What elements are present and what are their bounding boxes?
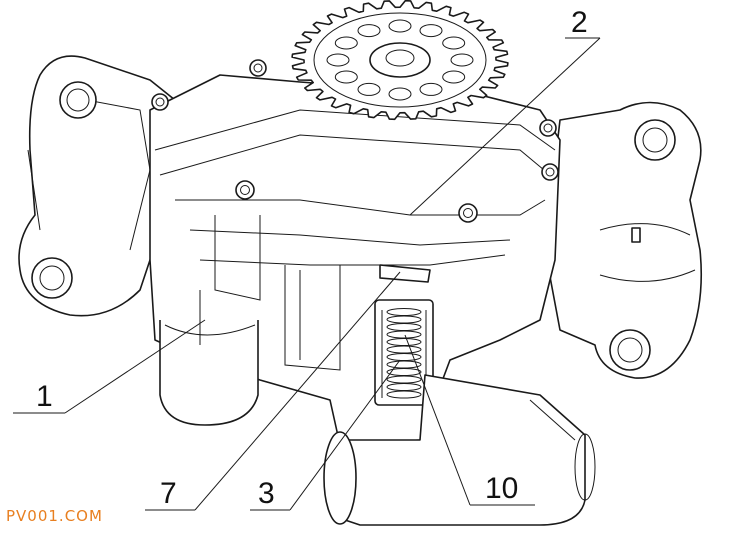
gear-rim [313,12,487,108]
spring-coil [386,390,422,399]
pump-housing [149,74,561,446]
gear-hole [388,19,412,33]
callout-10: 10 [485,472,518,505]
drive-gear [291,0,509,121]
leader-lines [13,37,601,511]
gear-center-bolt [385,49,415,67]
left-mounting-bracket [18,55,179,317]
gear-hole [334,36,358,50]
watermark: PV001.COM [6,507,103,525]
outlet-tube [323,374,596,526]
gear-hole [388,87,412,101]
valve-slot [379,264,431,283]
relief-valve-spring [374,299,434,406]
callout-7: 7 [160,477,177,510]
gear-hole [357,24,381,38]
gear-hub [369,42,431,78]
gear-hole [419,24,443,38]
callout-3: 3 [258,477,275,510]
callout-2: 2 [571,6,588,39]
callout-1: 1 [36,380,53,413]
gear-hole [442,36,466,50]
bolts [151,59,559,223]
gear-hole [450,53,474,67]
gear-hole [419,82,443,96]
gear-hole [334,70,358,84]
gear-hole [326,53,350,67]
gear-hole [357,82,381,96]
gear-hole [442,70,466,84]
right-mounting-bracket [544,101,703,379]
